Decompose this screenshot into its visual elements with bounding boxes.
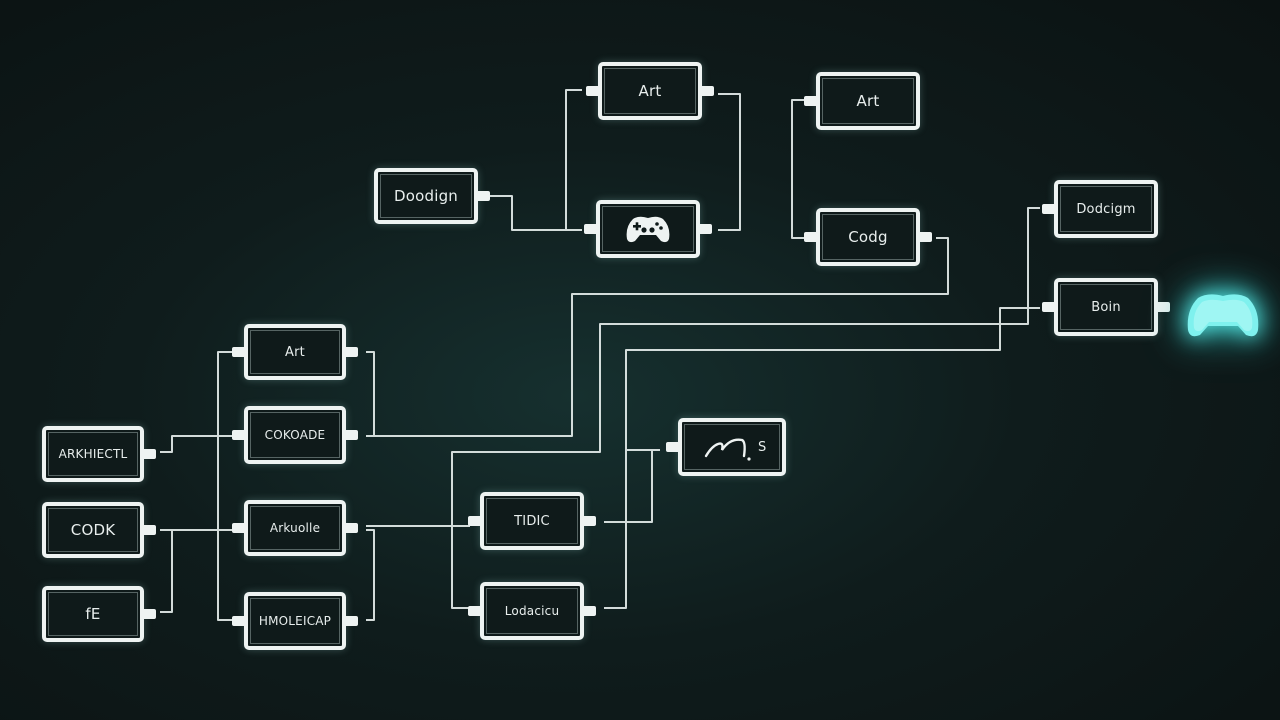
connector-plug xyxy=(918,232,932,242)
connector-plug xyxy=(584,224,598,234)
connector-plug xyxy=(468,606,482,616)
node-label: fE xyxy=(85,605,101,623)
connector-plug xyxy=(698,224,712,234)
design-right-node[interactable]: Dodcigm xyxy=(1042,180,1158,238)
connector-plug xyxy=(142,609,156,619)
connector-plug xyxy=(582,516,596,526)
design-left-node[interactable]: Doodign xyxy=(374,168,490,224)
hmoleicap-node[interactable]: HMOLEICAP xyxy=(232,592,358,650)
connector-plug xyxy=(232,616,246,626)
arkuolle-node[interactable]: Arkuolle xyxy=(232,500,358,556)
connector-plug xyxy=(344,430,358,440)
node-label: Art xyxy=(638,82,662,100)
squiggle-node[interactable]: S xyxy=(666,418,786,476)
gamepad-node[interactable] xyxy=(584,200,712,258)
art-top-node[interactable]: Art xyxy=(586,62,714,120)
connector-plug xyxy=(586,86,600,96)
tidc-node[interactable]: TIDIC xyxy=(468,492,596,550)
connector-plug xyxy=(344,616,358,626)
fe-node[interactable]: fE xyxy=(42,586,156,642)
connector-plug xyxy=(468,516,482,526)
architect-node[interactable]: ARKHIECTL xyxy=(42,426,156,482)
boin-node[interactable]: Boin xyxy=(1042,278,1170,336)
node-label: TIDIC xyxy=(514,513,550,529)
glowing-gamepad-icon xyxy=(1187,294,1259,337)
node-label: Art xyxy=(285,344,305,360)
connector-plug xyxy=(476,191,490,201)
connector-plug xyxy=(700,86,714,96)
connector-plug xyxy=(142,525,156,535)
connector-plug xyxy=(1042,204,1056,214)
gamepad-icon xyxy=(626,216,670,243)
connector-plug xyxy=(142,449,156,459)
node-label: Art xyxy=(856,92,880,110)
connector-plug xyxy=(582,606,596,616)
connector-plug xyxy=(1042,302,1056,312)
connector-plug xyxy=(1156,302,1170,312)
connector-plug xyxy=(804,232,818,242)
art-right-node[interactable]: Art xyxy=(804,72,920,130)
node-label: HMOLEICAP xyxy=(258,614,332,628)
node-label: Lodacicu xyxy=(504,604,560,618)
connector-plug xyxy=(232,430,246,440)
code-left-node[interactable]: CODK xyxy=(42,502,156,558)
connector-plug xyxy=(344,523,358,533)
code-right-node[interactable]: Codg xyxy=(804,208,932,266)
node-label: Dodcigm xyxy=(1076,201,1136,217)
node-label: Arkuolle xyxy=(269,521,321,535)
node-label: ARKHIECTL xyxy=(58,447,128,461)
node-label: Doodign xyxy=(393,187,459,205)
connector-plug xyxy=(344,347,358,357)
connector-plug xyxy=(232,347,246,357)
lodacicu-node[interactable]: Lodacicu xyxy=(468,582,596,640)
node-label: S xyxy=(758,439,767,455)
node-label: CODK xyxy=(70,521,116,539)
node-label: Codg xyxy=(848,228,888,246)
connector-plug xyxy=(666,442,680,452)
connector-plug xyxy=(804,96,818,106)
cokoade-node[interactable]: COKOADE xyxy=(232,406,358,464)
squiggle-icon xyxy=(704,438,751,461)
node-label: Boin xyxy=(1091,299,1121,315)
art-mid-node[interactable]: Art xyxy=(232,324,358,380)
connector-plug xyxy=(232,523,246,533)
node-label: COKOADE xyxy=(264,428,326,442)
